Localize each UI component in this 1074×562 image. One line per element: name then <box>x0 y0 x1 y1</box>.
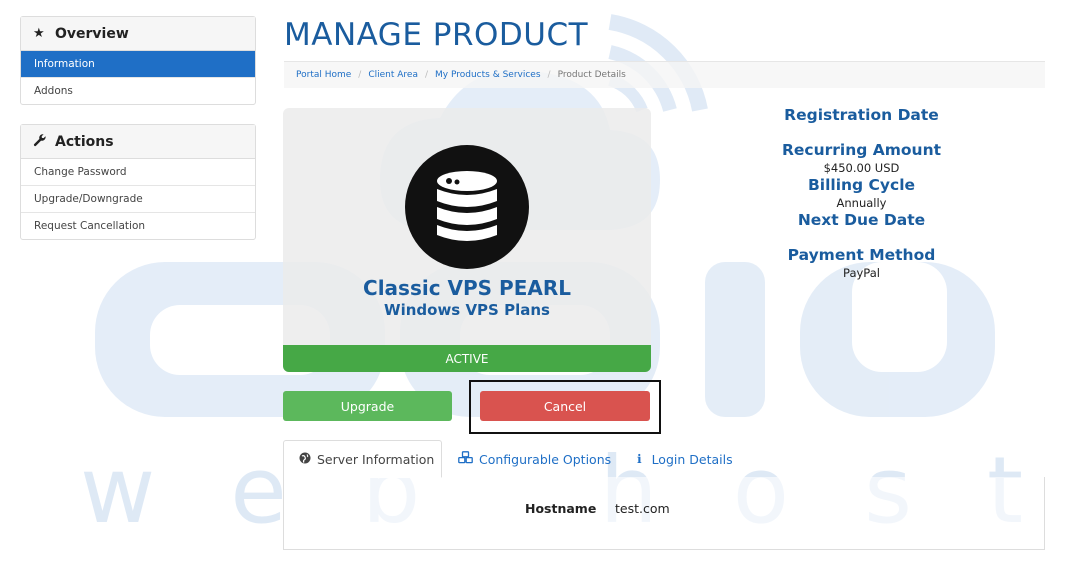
hostname-value: test.com <box>615 501 670 516</box>
breadcrumb-separator: / <box>424 70 429 80</box>
globe-icon <box>299 452 311 467</box>
server-information-panel: Hostname test.com <box>283 477 1045 550</box>
sidebar-item-addons[interactable]: Addons <box>21 77 255 104</box>
breadcrumb-portal-home[interactable]: Portal Home <box>296 70 352 80</box>
wrench-icon <box>33 133 49 151</box>
overview-panel-header: ★ Overview <box>21 17 255 51</box>
breadcrumb-separator: / <box>358 70 362 80</box>
breadcrumb-separator: / <box>547 70 551 80</box>
product-name: Classic VPS PEARL <box>363 276 571 300</box>
breadcrumb-my-products[interactable]: My Products & Services <box>435 70 541 80</box>
highlight-box <box>469 380 661 434</box>
overview-title: Overview <box>55 25 129 42</box>
detail-label: Payment Method <box>787 246 936 264</box>
actions-panel-header: Actions <box>21 125 255 159</box>
tab-login-details[interactable]: ℹ Login Details <box>637 440 733 478</box>
sidebar-item-change-password[interactable]: Change Password <box>34 166 127 178</box>
sidebar-item-request-cancellation[interactable]: Request Cancellation <box>21 212 255 239</box>
detail-label: Recurring Amount <box>781 141 942 159</box>
breadcrumb-current: Product Details <box>557 70 626 80</box>
detail-label: Registration Date <box>784 106 939 124</box>
detail-value: Annually <box>836 196 887 210</box>
overview-panel: ★ Overview Information Addons <box>20 16 256 105</box>
detail-registration-date: Registration Date <box>760 106 963 125</box>
detail-value: $450.00 USD <box>823 161 900 175</box>
detail-billing-cycle: Billing Cycle Annually <box>760 176 963 211</box>
sidebar-item-upgrade-downgrade[interactable]: Upgrade/Downgrade <box>21 185 255 212</box>
database-icon <box>405 145 529 269</box>
star-icon: ★ <box>33 26 45 41</box>
detail-next-due-date: Next Due Date <box>760 211 963 230</box>
detail-label: Next Due Date <box>797 211 926 229</box>
detail-label: Billing Cycle <box>807 176 916 194</box>
page-title: MANAGE PRODUCT <box>284 17 589 53</box>
tab-label: Login Details <box>651 451 733 467</box>
breadcrumb-client-area[interactable]: Client Area <box>368 70 418 80</box>
status-badge: ACTIVE <box>283 345 651 372</box>
tab-label: Server Information <box>317 452 435 467</box>
tab-label: Configurable Options <box>479 451 612 467</box>
cubes-icon <box>458 451 473 467</box>
detail-payment-method: Payment Method PayPal <box>760 246 963 281</box>
hostname-label: Hostname <box>525 501 597 516</box>
actions-title: Actions <box>55 133 114 150</box>
product-card: Classic VPS PEARL Windows VPS Plans ACTI… <box>283 108 651 372</box>
tab-bar: Server Information Configurable Options … <box>283 440 1045 478</box>
tab-server-information[interactable]: Server Information <box>283 440 442 478</box>
detail-recurring-amount: Recurring Amount $450.00 USD <box>760 141 963 176</box>
breadcrumb: Portal Home / Client Area / My Products … <box>284 61 1045 88</box>
upgrade-button[interactable]: Upgrade <box>283 391 452 421</box>
sidebar-item-information[interactable]: Information <box>21 51 255 77</box>
actions-panel: Actions Change Password Upgrade/Downgrad… <box>20 124 256 240</box>
detail-value: PayPal <box>843 266 880 280</box>
info-icon: ℹ <box>637 452 642 466</box>
product-group: Windows VPS Plans <box>384 301 550 319</box>
tab-configurable-options[interactable]: Configurable Options <box>458 440 611 478</box>
